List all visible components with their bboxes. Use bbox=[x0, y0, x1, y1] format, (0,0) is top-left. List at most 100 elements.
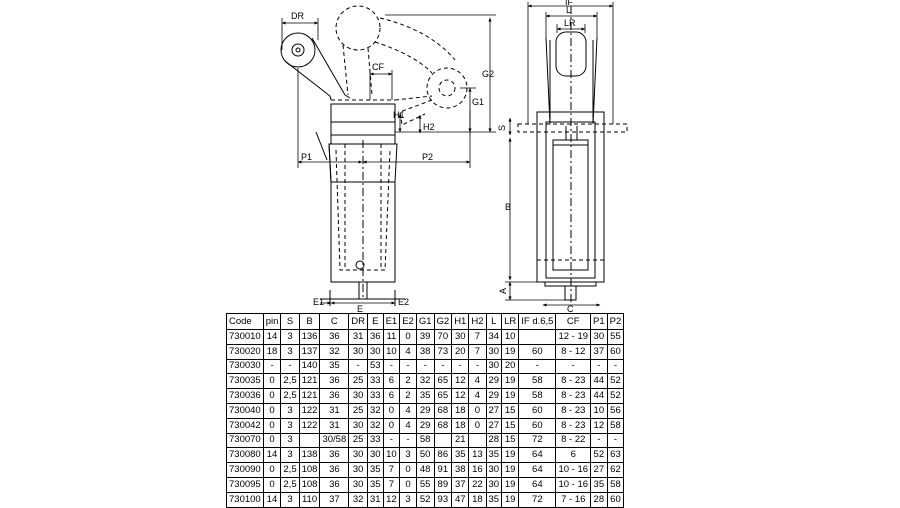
table-cell: 10 - 16 bbox=[555, 476, 592, 493]
table-cell: - bbox=[382, 432, 401, 449]
table-cell: 10 bbox=[501, 329, 520, 345]
table-cell: 7 bbox=[382, 476, 401, 493]
table-cell: 18 bbox=[262, 343, 282, 360]
table-cell: 33 bbox=[366, 432, 384, 449]
side-dimensions bbox=[505, 2, 614, 307]
table-cell: 8 - 23 bbox=[555, 402, 592, 419]
column-header: G1 bbox=[415, 313, 435, 330]
side-dimension-labels: IF L LR S B A C bbox=[497, 0, 576, 312]
table-cell: 11 bbox=[382, 329, 401, 345]
table-cell: 7 bbox=[382, 462, 401, 478]
table-cell: - bbox=[555, 358, 592, 375]
table-cell: 16 bbox=[468, 462, 487, 478]
table-cell: 60 bbox=[606, 343, 625, 360]
table-cell: - bbox=[451, 358, 470, 375]
table-cell: 38 bbox=[451, 462, 470, 478]
label-h2: H2 bbox=[423, 122, 435, 132]
table-cell: - bbox=[606, 358, 625, 375]
table-cell: 0 bbox=[262, 373, 282, 390]
table-cell: 68 bbox=[433, 417, 453, 434]
label-a: A bbox=[498, 288, 508, 294]
table-cell: 27 bbox=[590, 462, 608, 478]
table-cell: 30 bbox=[366, 447, 384, 464]
table-cell: 121 bbox=[298, 388, 321, 404]
table-cell: - bbox=[399, 358, 417, 375]
label-h1: H1 bbox=[393, 110, 405, 120]
table-cell: - bbox=[468, 358, 487, 375]
table-cell: 32 bbox=[366, 417, 384, 434]
table-cell: 137 bbox=[298, 343, 321, 360]
table-cell: 36 bbox=[319, 388, 350, 404]
table-cell: 6 bbox=[555, 447, 592, 464]
table-cell: 36 bbox=[319, 373, 350, 390]
table-cell: - bbox=[433, 358, 453, 375]
table-cell: 136 bbox=[298, 329, 321, 345]
table-cell: 35 bbox=[451, 447, 470, 464]
table-cell: 0 bbox=[262, 402, 282, 419]
label-s: S bbox=[497, 125, 507, 131]
table-cell: 70 bbox=[433, 329, 453, 345]
table-cell: 30 bbox=[348, 462, 368, 478]
table-cell: 2,5 bbox=[280, 373, 300, 390]
table-cell: 0 bbox=[399, 476, 417, 493]
table-cell: - bbox=[590, 432, 608, 449]
table-cell: 2,5 bbox=[280, 388, 300, 404]
column-header: CF bbox=[555, 313, 592, 330]
column-header: P2 bbox=[606, 313, 625, 330]
column-header: Code bbox=[226, 313, 264, 330]
column-header: G2 bbox=[433, 313, 453, 330]
table-cell: 12 bbox=[590, 417, 608, 434]
table-cell: 27 bbox=[485, 417, 503, 434]
table-cell: 0 bbox=[262, 388, 282, 404]
label-g2: G2 bbox=[482, 69, 494, 79]
table-cell: 58 bbox=[415, 432, 435, 449]
table-cell: 0 bbox=[262, 432, 282, 449]
table-cell: 32 bbox=[319, 343, 350, 360]
table-cell: 30 bbox=[348, 388, 368, 404]
table-cell: 12 bbox=[451, 373, 470, 390]
table-cell: 15 bbox=[501, 417, 520, 434]
mounting-screw-icon bbox=[355, 260, 365, 270]
table-cell: - bbox=[382, 358, 401, 375]
table-cell: 55 bbox=[606, 329, 625, 345]
column-header: E bbox=[366, 313, 384, 330]
table-cell: 60 bbox=[518, 402, 557, 419]
table-cell: 63 bbox=[606, 447, 625, 464]
table-cell: 60 bbox=[518, 343, 557, 360]
table-cell: 730036 bbox=[226, 388, 264, 404]
table-cell: - bbox=[348, 358, 368, 375]
table-cell: 30 bbox=[485, 358, 503, 375]
table-cell: 22 bbox=[468, 476, 487, 493]
table-cell: 4 bbox=[399, 417, 417, 434]
table-cell: 29 bbox=[485, 373, 503, 390]
table-cell: 38 bbox=[415, 343, 435, 360]
table-cell: 3 bbox=[280, 417, 300, 434]
column-header: S bbox=[280, 313, 300, 330]
table-cell: 36 bbox=[319, 462, 350, 478]
table-cell: 64 bbox=[518, 447, 557, 464]
table-cell: 36 bbox=[319, 329, 350, 345]
table-cell: 14 bbox=[262, 447, 282, 464]
table-cell: 2,5 bbox=[280, 462, 300, 478]
column-header: P1 bbox=[590, 313, 608, 330]
table-cell: 25 bbox=[348, 402, 368, 419]
table-cell: 0 bbox=[262, 462, 282, 478]
table-cell: 89 bbox=[433, 476, 453, 493]
table-cell: 30 bbox=[485, 343, 503, 360]
table-cell: 8 - 12 bbox=[555, 343, 592, 360]
table-cell bbox=[433, 432, 453, 449]
table-cell: 34 bbox=[485, 329, 503, 345]
table-cell: - bbox=[399, 432, 417, 449]
table-cell: 53 bbox=[366, 358, 384, 375]
table-cell: 30 bbox=[485, 476, 503, 493]
table-cell: 36 bbox=[319, 476, 350, 493]
label-c: C bbox=[567, 304, 574, 312]
table-cell: 0 bbox=[399, 329, 417, 345]
table-cell: 25 bbox=[348, 373, 368, 390]
column-header: IF d.6,5 bbox=[518, 313, 557, 330]
